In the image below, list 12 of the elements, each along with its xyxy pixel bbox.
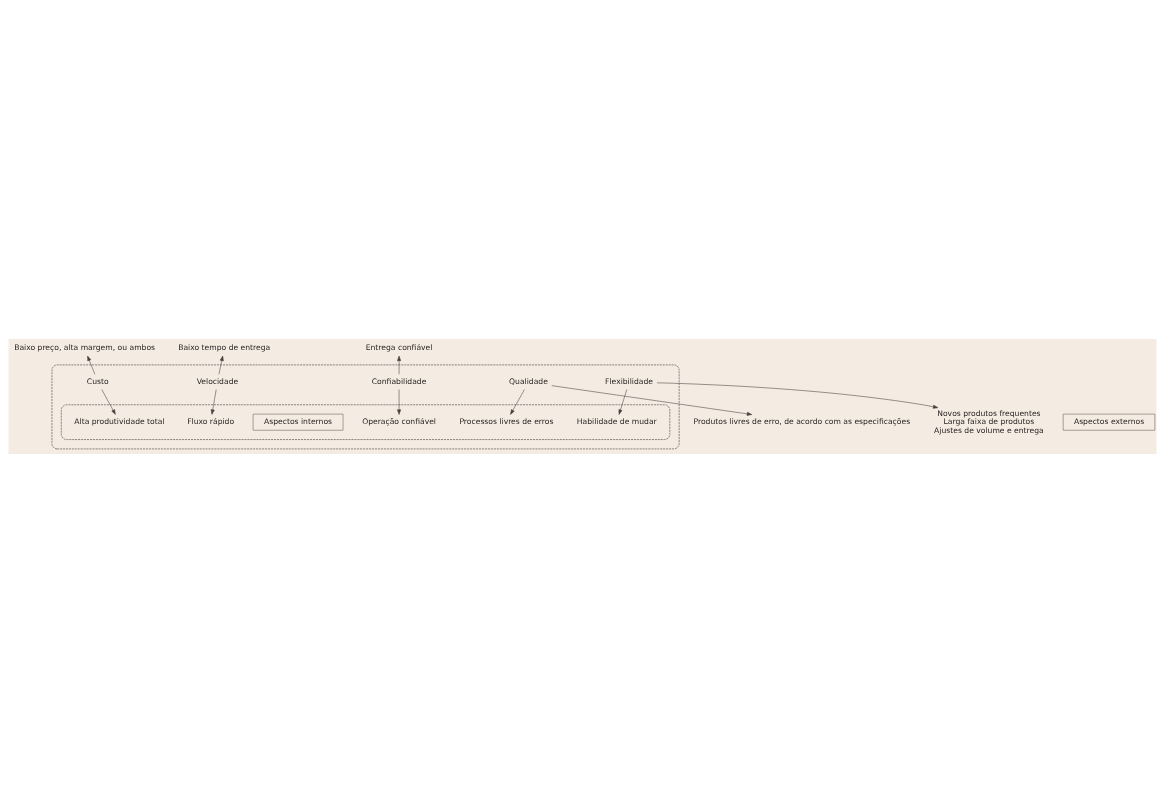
arrow bbox=[101, 388, 116, 415]
cluster bbox=[61, 404, 671, 440]
cluster bbox=[51, 364, 680, 449]
arrow bbox=[510, 388, 525, 415]
arrow bbox=[87, 355, 96, 374]
arrow bbox=[656, 382, 939, 409]
arrow bbox=[397, 355, 401, 374]
arrow bbox=[618, 388, 628, 415]
arrow bbox=[397, 388, 401, 415]
arrow bbox=[551, 384, 753, 416]
arrow bbox=[210, 388, 217, 415]
arrow bbox=[218, 355, 224, 374]
